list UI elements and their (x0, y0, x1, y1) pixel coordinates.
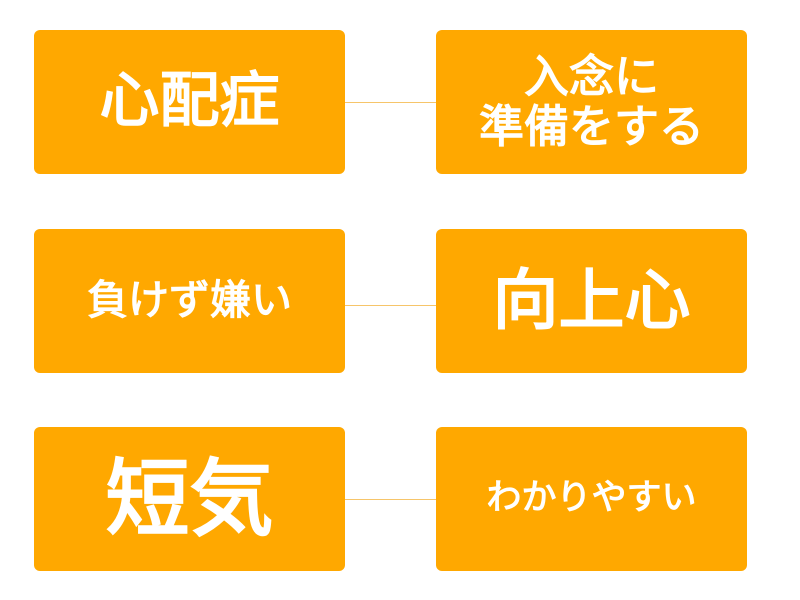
row-3-right-label: わかりやすい (486, 478, 697, 519)
row-3-left-label: 短気 (105, 449, 274, 548)
row-2-right-box: 向上心 (436, 229, 747, 373)
row-2-right-label: 向上心 (492, 262, 691, 340)
row-3-connector (345, 499, 436, 500)
row-1-connector (345, 102, 436, 103)
row-3-left-box: 短気 (34, 427, 345, 571)
row-1-right-box: 入念に 準備をする (436, 30, 747, 174)
row-1-right-label: 入念に 準備をする (478, 49, 704, 153)
row-3-right-box: わかりやすい (436, 427, 747, 571)
row-2-left-label: 負けず嫌い (87, 276, 292, 325)
row-2-connector (345, 305, 436, 306)
row-2-left-box: 負けず嫌い (34, 229, 345, 373)
row-1-left-box: 心配症 (34, 30, 345, 174)
row-1-left-label: 心配症 (99, 66, 280, 137)
